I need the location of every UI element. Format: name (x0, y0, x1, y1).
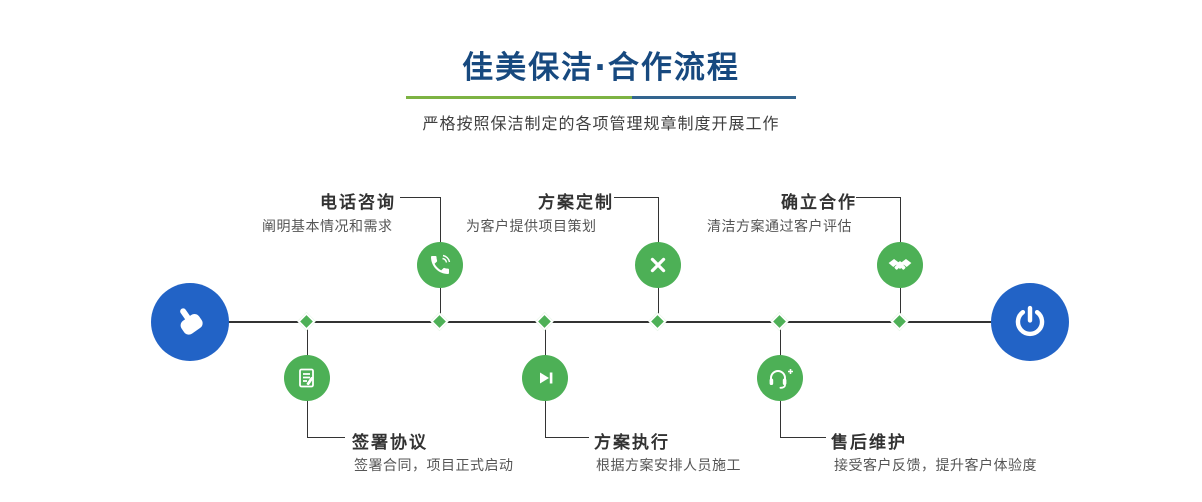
hand-pointer-icon (170, 302, 210, 342)
step-title-contract: 签署协议 (352, 433, 428, 453)
timeline-diamond-5 (770, 312, 789, 331)
contract-icon (295, 366, 319, 390)
design-tools-icon (646, 253, 670, 277)
step-desc-support: 接受客户反馈，提升客户体验度 (834, 458, 1037, 474)
end-node (991, 283, 1069, 361)
step-node-phone (417, 242, 463, 288)
power-icon (1011, 303, 1049, 341)
step-title-execute: 方案执行 (594, 433, 670, 453)
connector-h-bottom-2 (545, 437, 589, 438)
step-title-handshake: 确立合作 (781, 193, 857, 213)
title-divider (406, 96, 796, 99)
step-node-contract (284, 355, 330, 401)
step-node-handshake (877, 242, 923, 288)
step-desc-execute: 根据方案安排人员施工 (596, 458, 741, 474)
step-desc-phone: 阐明基本情况和需求 (262, 219, 393, 235)
step-title-support: 售后维护 (831, 433, 907, 453)
connector-h-bottom-1 (307, 437, 345, 438)
timeline-diamond-2 (430, 312, 449, 331)
step-node-execute (522, 355, 568, 401)
step-desc-design: 为客户提供项目策划 (466, 219, 597, 235)
timeline-diamond-4 (648, 312, 667, 331)
step-node-support (757, 355, 803, 401)
handshake-icon (887, 252, 913, 278)
timeline-diamond-6 (890, 312, 909, 331)
headset-icon (766, 366, 794, 390)
step-node-design (635, 242, 681, 288)
divider-blue-segment (632, 96, 796, 99)
timeline-diamond-1 (297, 312, 316, 331)
timeline-diamond-3 (535, 312, 554, 331)
timeline-line (190, 321, 1030, 323)
step-desc-handshake: 清洁方案通过客户评估 (707, 219, 852, 235)
connector-h-bottom-3 (780, 437, 826, 438)
step-title-design: 方案定制 (538, 193, 614, 213)
connector-h-top-2 (614, 197, 658, 198)
connector-h-top-3 (856, 197, 900, 198)
connector-h-top-1 (400, 197, 440, 198)
divider-green-segment (406, 96, 633, 99)
phone-icon (428, 253, 452, 277)
page-title: 佳美保洁·合作流程 (462, 50, 740, 86)
step-desc-contract: 签署合同，项目正式启动 (354, 458, 514, 474)
start-node (151, 283, 229, 361)
play-icon (533, 366, 557, 390)
page-subtitle: 严格按照保洁制定的各项管理规章制度开展工作 (422, 114, 780, 133)
step-title-phone: 电话咨询 (320, 193, 396, 213)
